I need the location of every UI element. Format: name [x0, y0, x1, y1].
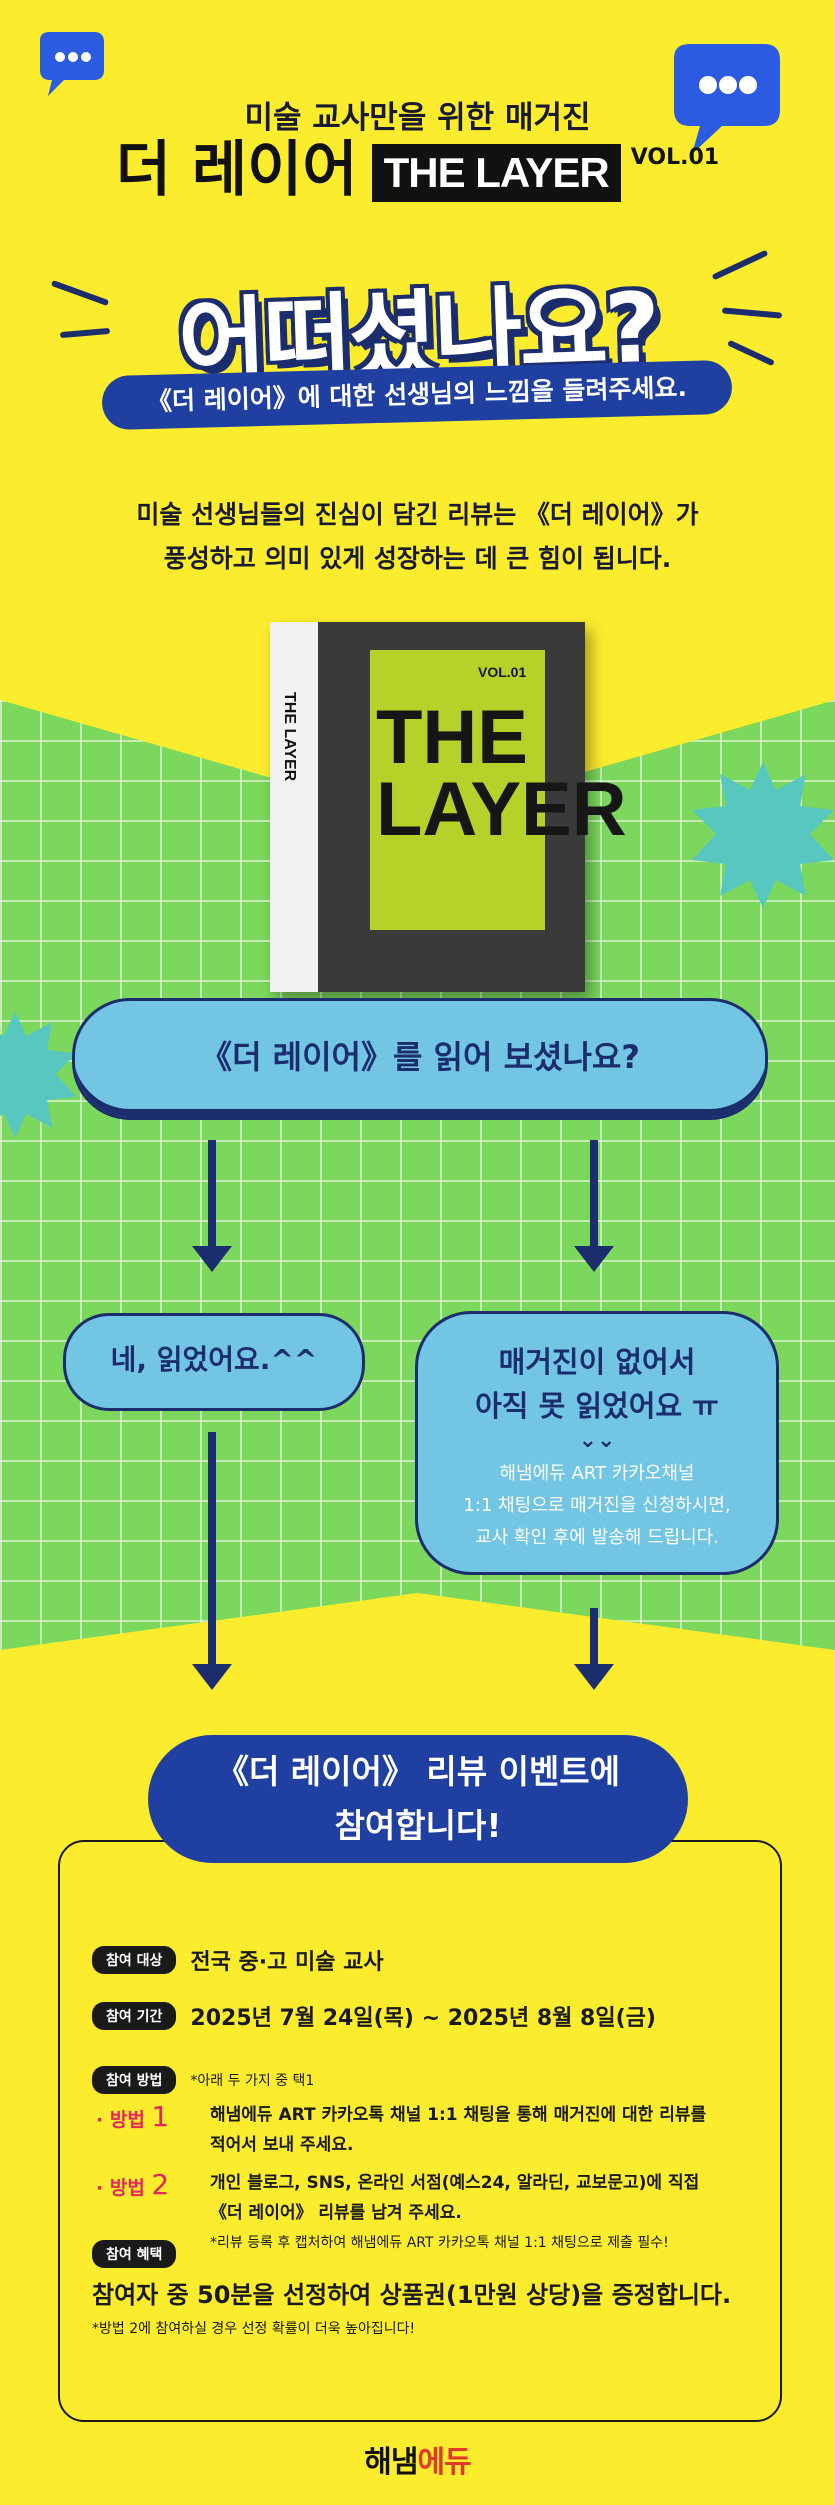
method-2-note: *리뷰 등록 후 캡처하여 해냄에듀 ART 카카오톡 채널 1:1 채팅으로 …: [210, 2235, 669, 2251]
yes-answer-box: 네, 읽었어요.^^: [63, 1313, 365, 1411]
method-2-line-2: 《더 레이어》 리뷰를 남겨 주세요.: [210, 2203, 462, 2223]
title-korean: 더 레이어: [115, 135, 358, 205]
target-row: 참여 대상 전국 중·고 미술 교사: [92, 1944, 384, 1976]
magazine-green-panel: [370, 650, 545, 930]
benefit-text: 참여자 중 50분을 선정하여 상품권(1만원 상당)을 증정합니다.: [92, 2281, 732, 2309]
magazine-spine: THE LAYER: [270, 622, 318, 992]
method-2: · 방법 2 개인 블로그, SNS, 온라인 서점(예스24, 알라딘, 교보…: [96, 2168, 699, 2258]
arrow-down-icon: [192, 1140, 232, 1272]
target-text: 전국 중·고 미술 교사: [190, 1950, 384, 1975]
method-note: *아래 두 가지 중 택1: [190, 2073, 315, 2089]
method-2-text: 개인 블로그, SNS, 온라인 서점(예스24, 알라딘, 교보문고)에 직접…: [210, 2168, 699, 2258]
intro-text: 미술 선생님들의 진심이 담긴 리뷰는 《더 레이어》가 풍성하고 의미 있게 …: [0, 493, 835, 581]
no-answer-line-1: 매거진이 없어서: [498, 1345, 696, 1379]
arrow-down-icon: [574, 1608, 614, 1690]
logo-part-1: 해냄: [364, 2445, 418, 2480]
teal-burst-icon: [692, 762, 834, 908]
no-answer-line-2: 아직 못 읽었어요 ㅠ: [475, 1389, 719, 1423]
double-chevron-down-icon: ⌄⌄: [578, 1428, 616, 1453]
no-answer-title: 매거진이 없어서 아직 못 읽었어요 ㅠ: [418, 1340, 776, 1428]
magazine-cover-image: THE LAYER VOL.01 THE LAYER: [270, 622, 627, 992]
magazine-title: THE LAYER: [376, 695, 627, 852]
logo-part-2: 에듀: [417, 2445, 472, 2480]
event-title-line-2: 참여합니다!: [334, 1806, 502, 1845]
method-1-label: · 방법 1: [96, 2100, 194, 2160]
event-title-pill: 《더 레이어》 리뷰 이벤트에 참여합니다!: [148, 1735, 688, 1863]
method-row: 참여 방법 *아래 두 가지 중 택1: [92, 2066, 314, 2094]
arrow-down-icon: [192, 1432, 232, 1690]
magazine-photo: VOL.01 THE LAYER: [318, 622, 627, 992]
period-tag: 참여 기간: [92, 2002, 177, 2030]
method-1-line-2: 적어서 보내 주세요.: [210, 2135, 354, 2155]
target-tag: 참여 대상: [92, 1946, 177, 1974]
method-1: · 방법 1 해냄에듀 ART 카카오톡 채널 1:1 채팅을 통해 매거진에 …: [96, 2100, 706, 2160]
method-1-label-text: · 방법: [96, 2109, 145, 2131]
haenaem-edu-logo: 해냄에듀: [0, 2437, 835, 2481]
period-text: 2025년 7월 24일(목) ~ 2025년 8월 8일(금): [190, 2006, 656, 2031]
no-answer-description: 해냄에듀 ART 카카오채널 1:1 채팅으로 매거진을 신청하시면, 교사 확…: [418, 1458, 776, 1554]
no-desc-line-3: 교사 확인 후에 발송해 드립니다.: [475, 1527, 719, 1548]
magazine-title-line-1: THE: [376, 695, 528, 780]
magazine-title-line-2: LAYER: [376, 767, 627, 852]
benefit-note: *방법 2에 참여하실 경우 선정 확률이 더욱 높아집니다!: [92, 2321, 416, 2337]
method-2-number: 2: [151, 2168, 170, 2201]
read-question-pill: 《더 레이어》를 읽어 보셨나요?: [72, 998, 768, 1120]
intro-line-1: 미술 선생님들의 진심이 담긴 리뷰는 《더 레이어》가: [136, 500, 699, 529]
benefit-row: 참여 혜택: [92, 2240, 177, 2268]
method-2-label-text: · 방법: [96, 2177, 145, 2199]
method-1-number: 1: [151, 2100, 170, 2133]
title-row: 더 레이어 THE LAYER VOL.01: [0, 138, 835, 202]
magazine-vol: VOL.01: [478, 664, 527, 680]
method-2-label: · 방법 2: [96, 2168, 194, 2258]
method-2-line-1: 개인 블로그, SNS, 온라인 서점(예스24, 알라딘, 교보문고)에 직접: [210, 2173, 700, 2193]
title-english: THE LAYER: [371, 144, 621, 202]
method-tag: 참여 방법: [92, 2066, 177, 2094]
volume-label: VOL.01: [630, 145, 720, 170]
event-title-line-1: 《더 레이어》 리뷰 이벤트에: [215, 1752, 621, 1791]
arrow-down-icon: [574, 1140, 614, 1272]
no-desc-line-1: 해냄에듀 ART 카카오채널: [499, 1463, 695, 1484]
speech-bubble-right-icon: [674, 44, 780, 154]
method-1-text: 해냄에듀 ART 카카오톡 채널 1:1 채팅을 통해 매거진에 대한 리뷰를 …: [210, 2100, 706, 2160]
magazine-spine-title: THE LAYER: [281, 692, 298, 782]
period-row: 참여 기간 2025년 7월 24일(목) ~ 2025년 8월 8일(금): [92, 2000, 656, 2032]
speech-bubble-left-icon: [40, 32, 104, 96]
intro-line-2: 풍성하고 의미 있게 성장하는 데 큰 힘이 됩니다.: [163, 544, 672, 573]
no-answer-box: 매거진이 없어서 아직 못 읽었어요 ㅠ ⌄⌄ 해냄에듀 ART 카카오채널 1…: [415, 1311, 779, 1575]
no-desc-line-2: 1:1 채팅으로 매거진을 신청하시면,: [463, 1495, 731, 1516]
benefit-tag: 참여 혜택: [92, 2240, 177, 2268]
kicker-text: 미술 교사만을 위한 매거진: [244, 100, 591, 136]
method-1-line-1: 해냄에듀 ART 카카오톡 채널 1:1 채팅을 통해 매거진에 대한 리뷰를: [210, 2105, 707, 2125]
teal-burst-icon: [0, 1011, 77, 1139]
